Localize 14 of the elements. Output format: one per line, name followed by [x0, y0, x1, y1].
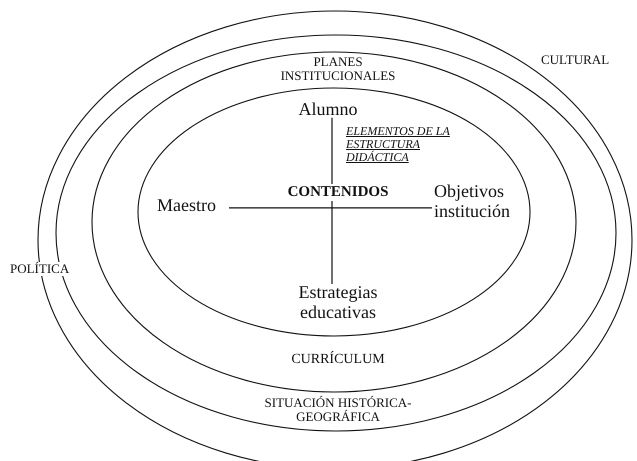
element-label: Maestro: [157, 196, 227, 216]
ring-label: POLÍTICA: [10, 262, 70, 276]
element-label: Objetivos institución: [434, 182, 534, 222]
ring-label: CURRÍCULUM: [290, 352, 386, 368]
ring-label: PLANES INSTITUCIONALES: [280, 55, 396, 84]
connector-line: [331, 118, 333, 284]
center-label: CONTENIDOS: [286, 184, 390, 200]
ring-label: CULTURAL: [541, 53, 610, 68]
ring-heading: ELEMENTOS DE LA ESTRUCTURA DIDÁCTICA: [346, 125, 451, 165]
element-label: Alumno: [296, 100, 360, 120]
ellipse-ring: [137, 87, 531, 338]
element-label: Estrategias educativas: [288, 283, 388, 323]
connector-line: [229, 207, 432, 208]
ring-label: SITUACIÓN HISTÓRICA-GEOGRÁFICA: [264, 396, 412, 425]
